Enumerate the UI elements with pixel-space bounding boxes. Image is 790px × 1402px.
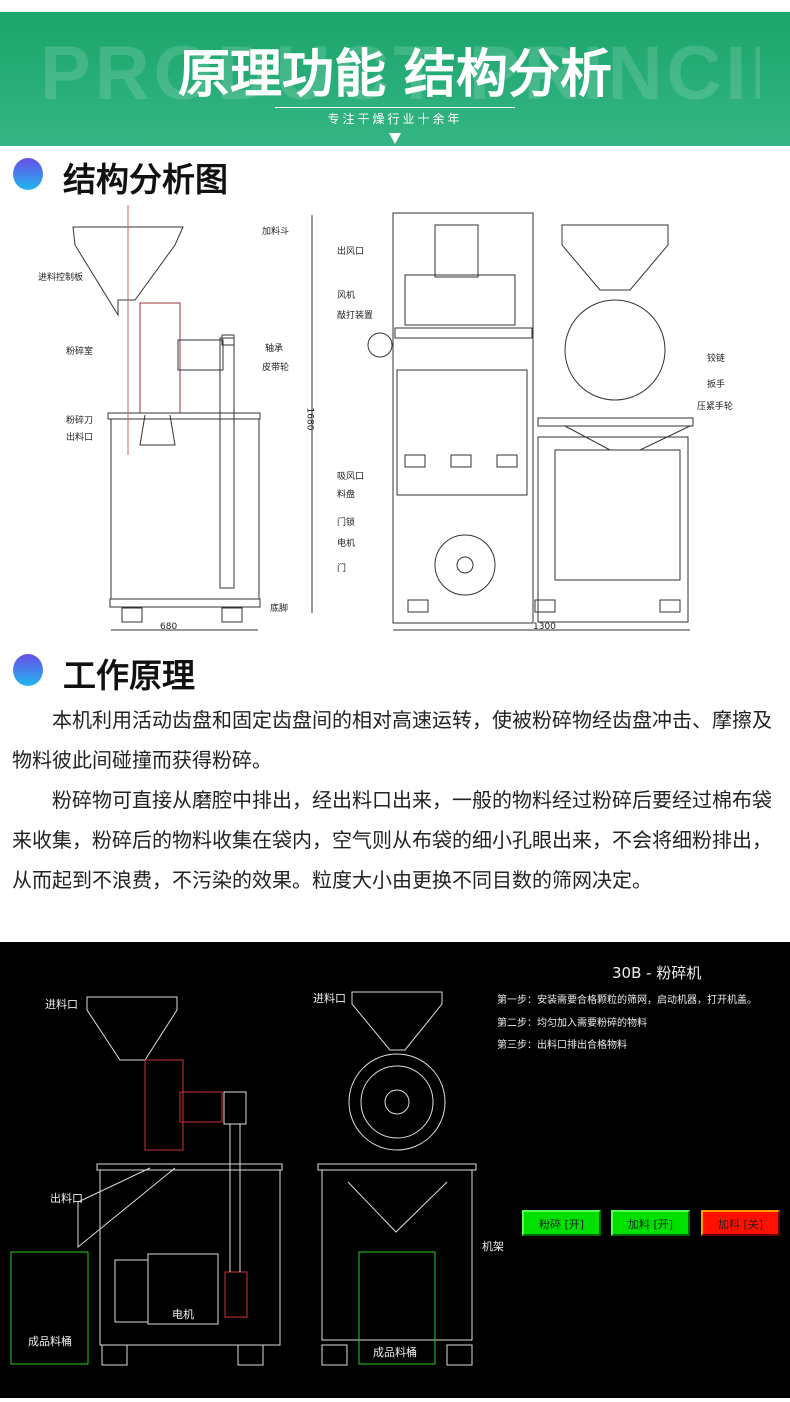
divider bbox=[275, 107, 515, 108]
structure-diagram bbox=[72, 205, 694, 631]
header-banner: PRODUCT PRINCIPLE 原理功能 结构分析 专注干燥行业十余年 bbox=[0, 12, 790, 146]
section-title: 结构分析图 bbox=[63, 160, 228, 199]
machine-panel: 进料口 进料口 出料口 电机 成品料桶 成品料桶 机架 30B - 粉碎机 第一… bbox=[0, 942, 790, 1398]
label: 出料口 bbox=[66, 433, 94, 443]
label: 底脚 bbox=[270, 604, 289, 614]
section-title: 工作原理 bbox=[63, 656, 195, 695]
dimension-label: 1680 bbox=[304, 407, 315, 431]
label: 出风口 bbox=[337, 247, 365, 257]
panel-title: 30B - 粉碎机 bbox=[612, 964, 702, 982]
label: 电机 bbox=[172, 1308, 194, 1321]
right-machine-drawing bbox=[311, 212, 694, 631]
label: 机架 bbox=[482, 1240, 504, 1253]
step: 第三步：出料口排出合格物料 bbox=[497, 1040, 627, 1051]
label: 吸风口 bbox=[337, 472, 365, 482]
left-machine-drawing bbox=[72, 205, 261, 631]
dimension-label: 680 bbox=[160, 622, 178, 632]
feed-off-button[interactable]: 加料 [关] bbox=[701, 1210, 780, 1236]
label: 风机 bbox=[337, 291, 356, 301]
step: 第一步：安装需要合格颗粒的筛网，启动机器，打开机盖。 bbox=[497, 995, 757, 1006]
label: 出料口 bbox=[50, 1192, 83, 1205]
label: 粉碎刀 bbox=[66, 416, 94, 426]
label: 成品料桶 bbox=[373, 1346, 417, 1359]
feed-on-button[interactable]: 加料 [开] bbox=[611, 1210, 690, 1236]
label: 料盘 bbox=[337, 490, 356, 500]
label: 敲打装置 bbox=[337, 311, 374, 321]
step: 第二步：均匀加入需要粉碎的物料 bbox=[497, 1018, 647, 1029]
bullet-icon bbox=[13, 654, 43, 686]
bullet-icon bbox=[13, 158, 43, 190]
label: 进料控制板 bbox=[38, 273, 84, 283]
header-title: 原理功能 结构分析 bbox=[177, 45, 613, 105]
crush-on-button[interactable]: 粉碎 [开] bbox=[522, 1210, 601, 1236]
label: 电机 bbox=[337, 539, 356, 549]
label: 门锁 bbox=[337, 518, 356, 528]
dimension-label: 1300 bbox=[533, 622, 556, 632]
panel-drawing bbox=[10, 991, 477, 1366]
label: 铰链 bbox=[707, 354, 726, 364]
label: 轴承 bbox=[265, 344, 284, 354]
header-subtitle: 专注干燥行业十余年 bbox=[327, 112, 463, 126]
label: 压紧手轮 bbox=[697, 402, 734, 412]
label: 成品料桶 bbox=[28, 1335, 72, 1348]
label: 加料斗 bbox=[262, 227, 290, 237]
label: 扳手 bbox=[707, 380, 726, 390]
label: 门 bbox=[337, 564, 347, 574]
label: 进料口 bbox=[313, 992, 346, 1005]
header-watermark: PRODUCT PRINCIPLE bbox=[40, 31, 760, 116]
paragraph: 粉碎物可直接从磨腔中排出，经出料口出来，一般的物料经过粉碎后要经过棉布袋来收集，… bbox=[12, 788, 772, 892]
paragraph: 本机利用活动齿盘和固定齿盘间的相对高速运转，使被粉碎物经齿盘冲击、摩擦及物料彼此… bbox=[12, 708, 772, 772]
label: 皮带轮 bbox=[262, 363, 290, 373]
label: 粉碎室 bbox=[66, 347, 94, 357]
down-arrow-icon bbox=[389, 133, 401, 144]
label: 进料口 bbox=[45, 998, 78, 1011]
